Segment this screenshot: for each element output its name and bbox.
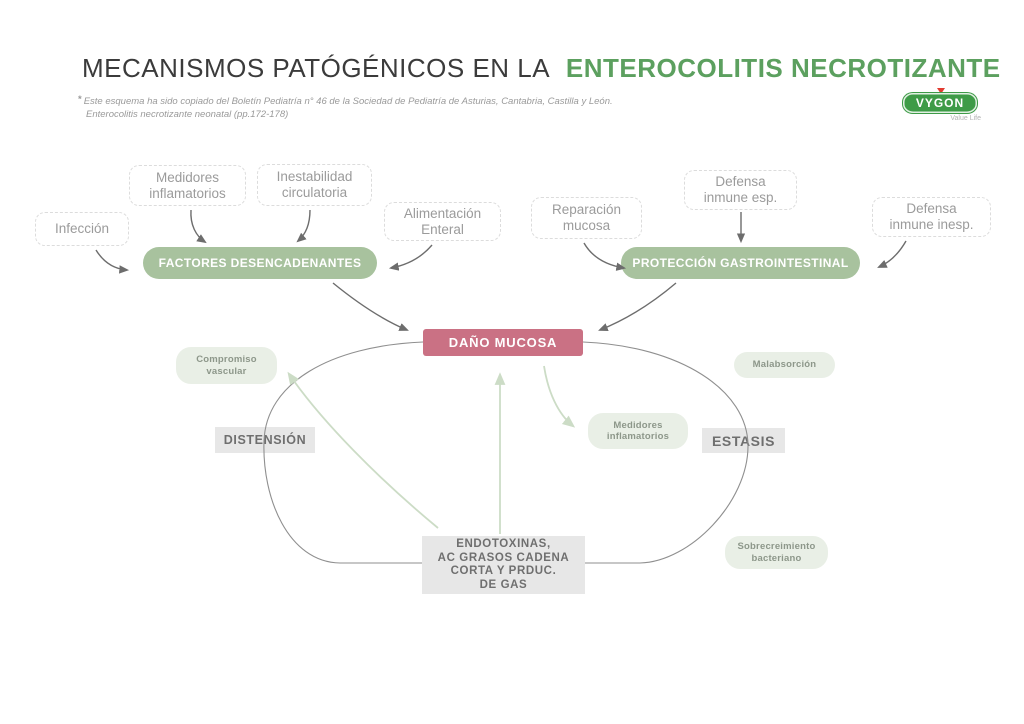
logo-tagline: Value Life xyxy=(950,115,981,122)
page-title-highlight: ENTEROCOLITIS NECROTIZANTE xyxy=(565,53,1001,83)
node-alimentacion-enteral: Alimentación Enteral xyxy=(384,202,501,241)
page-title-prefix: MECANISMOS PATÓGÉNICOS EN LA xyxy=(82,53,551,83)
footnote-line1: *Este esquema ha sido copiado del Boletí… xyxy=(78,94,613,107)
logo-drop-icon xyxy=(937,88,945,94)
arrow-dano-to-medidores xyxy=(543,365,576,428)
node-defensa-inmune-inesp: Defensa inmune inesp. xyxy=(872,197,991,237)
node-endotoxinas: ENDOTOXINAS, AC GRASOS CADENA CORTA Y PR… xyxy=(422,536,585,594)
arrow-factores-to-dano xyxy=(332,282,409,331)
node-malabsorcion: Malabsorción xyxy=(734,352,835,378)
node-reparacion-mucosa: Reparación mucosa xyxy=(531,197,642,239)
node-sobrecreimiento-bacteriano: Sobrecreimiento bacteriano xyxy=(725,536,828,569)
node-medidores-inflamatorios-2: Medidores inflamatorios xyxy=(588,413,688,449)
arrow-defensa-inesp xyxy=(877,240,907,268)
arrow-proteccion-to-dano xyxy=(598,282,677,332)
node-infeccion: Infección xyxy=(35,212,129,246)
node-defensa-inmune-esp: Defensa inmune esp. xyxy=(684,170,797,210)
node-estasis: ESTASIS xyxy=(702,428,785,453)
logo-brand: VYGON xyxy=(903,93,977,113)
vygon-logo: VYGON Value Life xyxy=(903,88,981,124)
node-inestabilidad-circulatoria: Inestabilidad circulatoria xyxy=(257,164,372,206)
node-factores-desencadenantes: FACTORES DESENCADENANTES xyxy=(143,247,377,279)
node-distension: DISTENSIÓN xyxy=(215,427,315,453)
page-title: MECANISMOS PATÓGÉNICOS EN LA ENTEROCOLIT… xyxy=(82,53,1001,84)
arrow-medidores-inflamatorios xyxy=(190,209,207,244)
source-footnote: *Este esquema ha sido copiado del Boletí… xyxy=(78,93,613,121)
arrow-inestabilidad xyxy=(296,209,311,243)
footnote-line2: Enterocolitis necrotizante neonatal (pp.… xyxy=(86,109,289,120)
arrow-alimentacion xyxy=(388,244,433,271)
node-compromiso-vascular: Compromiso vascular xyxy=(176,347,277,384)
asterisk-mark: * xyxy=(78,94,82,105)
arrow-reparacion xyxy=(583,242,627,271)
node-dano-mucosa: DAÑO MUCOSA xyxy=(423,329,583,356)
arrow-infeccion xyxy=(95,249,130,274)
node-proteccion-gastrointestinal: PROTECCIÓN GASTROINTESTINAL xyxy=(621,247,860,279)
node-medidores-inflamatorios: Medidores inflamatorios xyxy=(129,165,246,206)
